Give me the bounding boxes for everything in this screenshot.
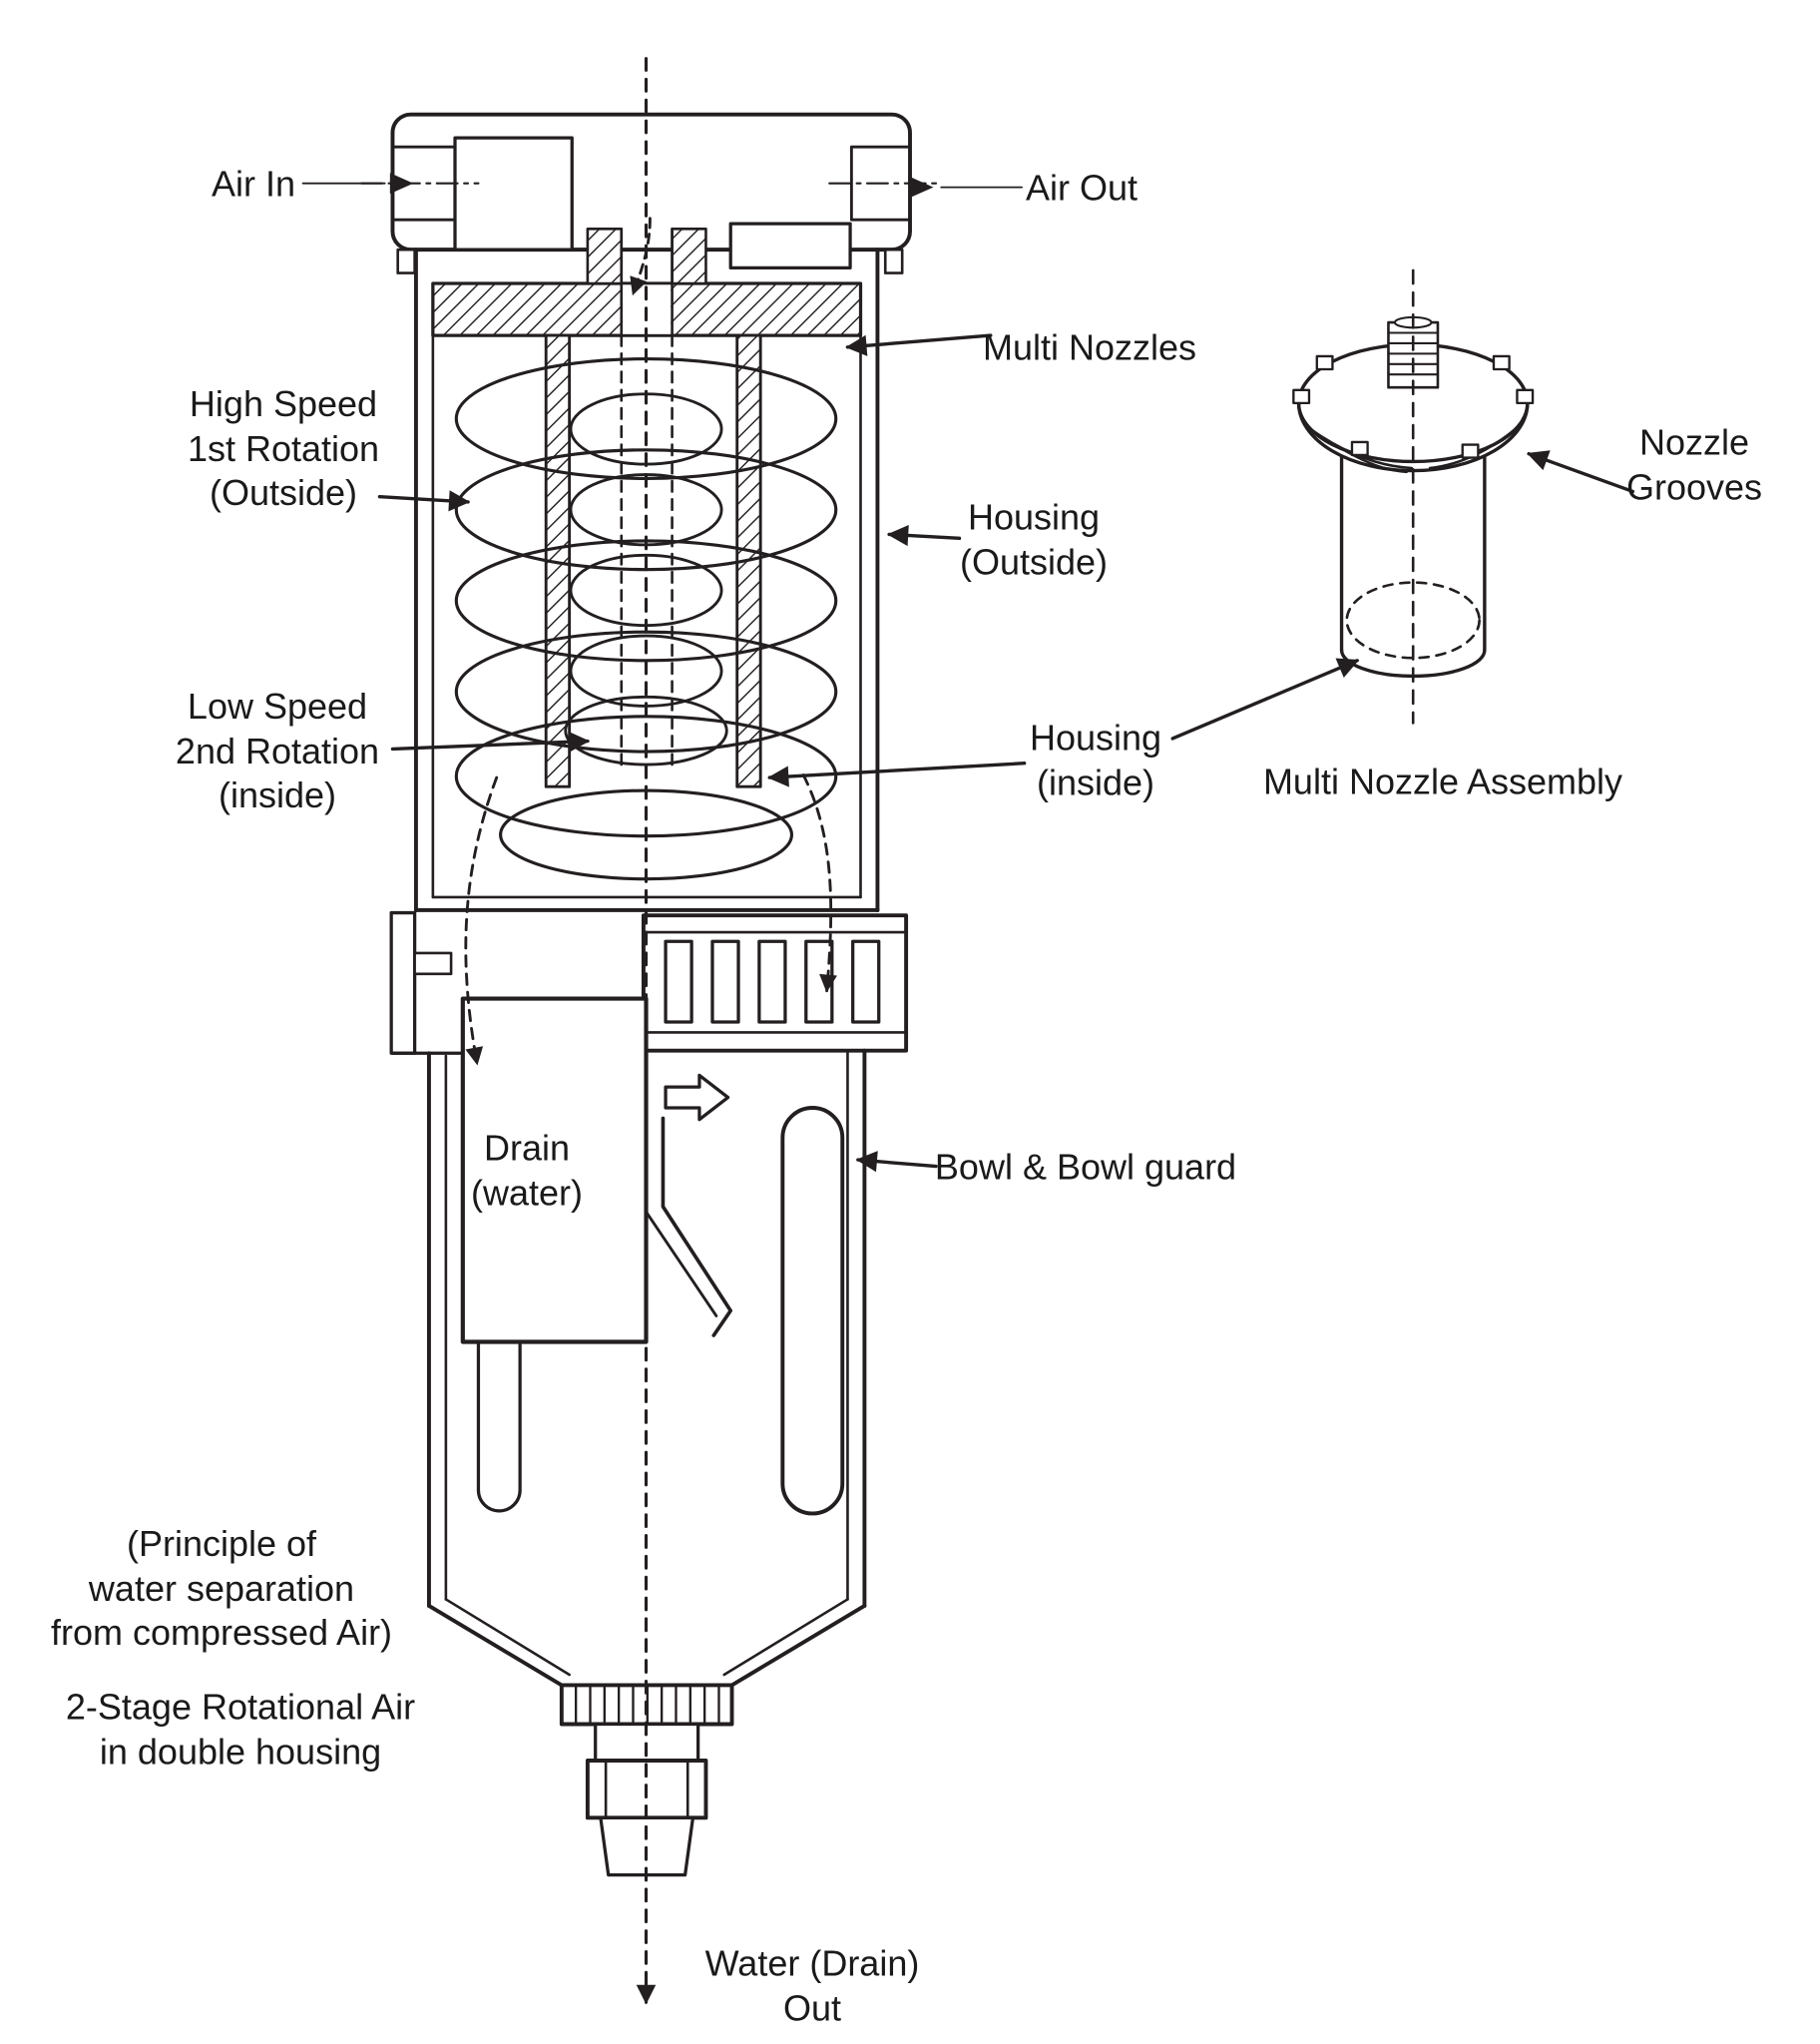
label-low-speed: Low Speed 2nd Rotation (inside) bbox=[175, 686, 380, 816]
housing-inside-assembly-leader bbox=[1170, 658, 1360, 741]
air-in-arrow-icon bbox=[389, 173, 414, 195]
bowl-guard-leader bbox=[855, 1151, 938, 1173]
port-flow-arrows bbox=[301, 173, 1023, 199]
label-nozzle-grooves: Nozzle Grooves bbox=[1625, 421, 1763, 507]
flow-path-arrows bbox=[464, 773, 837, 1066]
label-housing-inside: Housing (inside) bbox=[1029, 717, 1162, 802]
air-out-arrow-icon bbox=[910, 177, 934, 199]
label-bowl-guard: Bowl & Bowl guard bbox=[934, 1146, 1237, 1188]
main-centerline bbox=[630, 57, 657, 2005]
label-principle: (Principle of water separation from comp… bbox=[50, 1523, 393, 1654]
label-housing-outside: Housing (Outside) bbox=[959, 496, 1109, 582]
label-high-speed: High Speed 1st Rotation (Outside) bbox=[187, 383, 380, 514]
housing-outside-leader bbox=[887, 524, 962, 547]
label-leader-arrows bbox=[377, 333, 1635, 1173]
bowl-assembly bbox=[390, 996, 867, 1688]
high-speed-leader bbox=[377, 490, 471, 512]
top-cap bbox=[360, 112, 940, 274]
label-two-stage: 2-Stage Rotational Air in double housing bbox=[65, 1686, 416, 1772]
label-drain-water: Drain (water) bbox=[470, 1127, 584, 1213]
label-multi-nozzle-assembly: Multi Nozzle Assembly bbox=[1262, 761, 1623, 802]
collar-ring bbox=[389, 910, 909, 1055]
label-water-out: Water (Drain) Out bbox=[704, 1942, 920, 2028]
low-speed-leader bbox=[390, 731, 591, 753]
label-air-out: Air Out bbox=[1025, 167, 1138, 209]
nozzle-plate bbox=[431, 227, 863, 337]
multi-nozzles-leader bbox=[845, 333, 993, 356]
housing-inside-leader bbox=[767, 762, 1027, 787]
multi-nozzle-assembly-drawing bbox=[1292, 268, 1535, 725]
label-air-in: Air In bbox=[211, 163, 296, 205]
nozzle-grooves-leader bbox=[1527, 450, 1635, 494]
label-multi-nozzles: Multi Nozzles bbox=[982, 326, 1197, 368]
